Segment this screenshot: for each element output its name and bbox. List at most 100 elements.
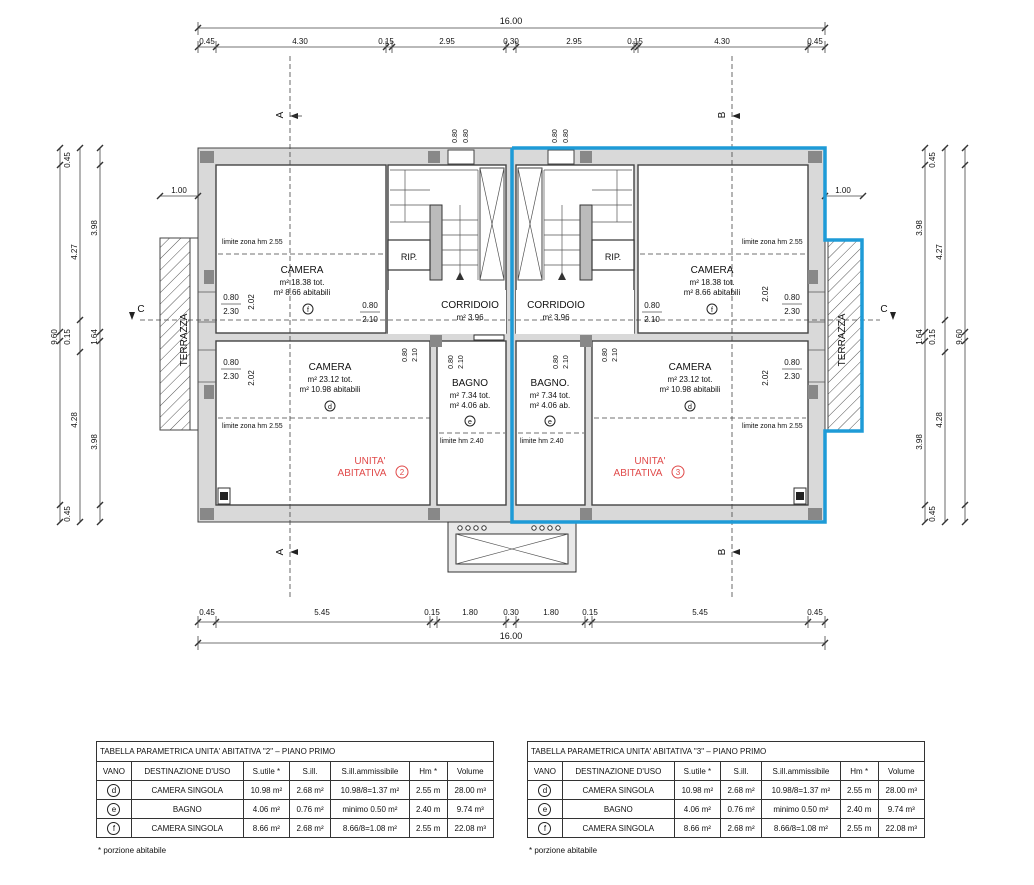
room-name: CAMERA xyxy=(281,265,324,276)
bottom-balcony xyxy=(447,521,577,573)
svg-text:limite hm 2.40: limite hm 2.40 xyxy=(440,438,484,445)
svg-text:m² 8.66 abitabili: m² 8.66 abitabili xyxy=(274,288,331,297)
terrace-left: TERRAZZA xyxy=(159,237,199,431)
stair-left-detail: RIP. xyxy=(387,167,505,281)
svg-text:0.80: 0.80 xyxy=(784,358,800,367)
vent-dot xyxy=(457,525,463,531)
svg-text:2.10: 2.10 xyxy=(612,348,619,362)
top-shafts: 0.80 0.80 0.80 0.80 xyxy=(200,129,822,520)
dimension-tick xyxy=(76,144,84,152)
svg-text:0.45: 0.45 xyxy=(199,37,215,46)
labels-right-unit: CAMERA m² 18.38 tot. m² 8.66 abitabili f… xyxy=(527,265,802,479)
table-unit-2: TABELLA PARAMETRICA UNITA' ABITATIVA "2"… xyxy=(96,741,495,838)
svg-text:limite zona hm 2.55: limite zona hm 2.55 xyxy=(222,239,283,246)
svg-text:0.80: 0.80 xyxy=(448,355,455,369)
table-title: TABELLA PARAMETRICA UNITA' ABITATIVA "3"… xyxy=(527,741,925,762)
terrace-offset-dims: 1.00 1.00 xyxy=(156,186,867,200)
svg-text:e: e xyxy=(468,419,472,426)
svg-text:2.02: 2.02 xyxy=(247,370,256,386)
svg-text:m² 3.96: m² 3.96 xyxy=(542,313,570,322)
svg-text:3.98: 3.98 xyxy=(90,434,99,450)
dimension-tick xyxy=(96,328,104,336)
svg-text:2.02: 2.02 xyxy=(761,286,770,302)
dimension-tick xyxy=(56,501,64,509)
svg-text:2.30: 2.30 xyxy=(223,372,239,381)
svg-text:BAGNO: BAGNO xyxy=(452,378,488,389)
bottom-dimension-total: 16.00 xyxy=(194,631,829,650)
svg-text:A: A xyxy=(275,111,286,118)
section-markers: A A B B C C xyxy=(129,111,896,555)
openings xyxy=(198,291,825,383)
stair-right-detail: RIP. xyxy=(517,167,635,281)
svg-text:d: d xyxy=(688,404,692,411)
svg-text:5.45: 5.45 xyxy=(314,608,330,617)
dimension-tick xyxy=(76,348,84,356)
vent-dot xyxy=(473,525,479,531)
svg-text:5.45: 5.45 xyxy=(692,608,708,617)
svg-text:3.98: 3.98 xyxy=(915,434,924,450)
svg-text:4.28: 4.28 xyxy=(70,412,79,428)
svg-text:4.30: 4.30 xyxy=(292,37,308,46)
room-bagno-left xyxy=(436,340,507,506)
svg-text:CAMERA: CAMERA xyxy=(669,362,712,373)
svg-text:4.27: 4.27 xyxy=(70,244,79,260)
svg-text:3.98: 3.98 xyxy=(90,220,99,236)
svg-text:0.45: 0.45 xyxy=(63,506,72,522)
svg-text:TERRAZZA: TERRAZZA xyxy=(179,313,190,366)
svg-text:0.45: 0.45 xyxy=(199,608,215,617)
table-footnote: * porzione abitabile xyxy=(98,846,167,855)
dimension-tick xyxy=(941,348,949,356)
svg-text:1.64: 1.64 xyxy=(90,329,99,345)
svg-text:2.30: 2.30 xyxy=(784,372,800,381)
svg-text:A: A xyxy=(275,548,286,555)
svg-text:TERRAZZA: TERRAZZA xyxy=(837,313,848,366)
bottom-dimension-segments: 0.45 5.45 0.15 1.80 0.30 1.80 0.15 5.45 … xyxy=(194,608,829,628)
dimension-tick xyxy=(921,501,929,509)
svg-text:m² 18.38 tot.: m² 18.38 tot. xyxy=(690,278,735,287)
vent-dot xyxy=(547,525,553,531)
svg-text:2.02: 2.02 xyxy=(761,370,770,386)
svg-text:m² 23.12 tot.: m² 23.12 tot. xyxy=(308,375,353,384)
vent-dot xyxy=(465,525,471,531)
dimension-tick xyxy=(56,337,64,345)
svg-text:0.80: 0.80 xyxy=(563,129,570,143)
svg-text:0.80: 0.80 xyxy=(552,129,559,143)
dimension-tick xyxy=(961,328,969,336)
svg-text:CAMERA: CAMERA xyxy=(309,362,352,373)
dimension-tick xyxy=(961,518,969,526)
dimension-tick xyxy=(921,161,929,169)
vent-dot xyxy=(531,525,537,531)
unit-3-highlight xyxy=(510,146,864,524)
svg-text:0.15: 0.15 xyxy=(928,329,937,345)
dimension-tick xyxy=(961,144,969,152)
dimension-tick xyxy=(941,316,949,324)
svg-text:0.45: 0.45 xyxy=(928,506,937,522)
svg-text:2.10: 2.10 xyxy=(563,355,570,369)
top-total-label: 16.00 xyxy=(500,16,523,26)
svg-text:limite zona hm 2.55: limite zona hm 2.55 xyxy=(742,423,803,430)
svg-text:m² 18.38 tot.: m² 18.38 tot. xyxy=(280,278,325,287)
svg-text:0.45: 0.45 xyxy=(807,37,823,46)
svg-text:RIP.: RIP. xyxy=(401,252,417,262)
svg-text:2.30: 2.30 xyxy=(784,307,800,316)
svg-text:B: B xyxy=(717,111,728,118)
svg-text:UNITA': UNITA' xyxy=(634,456,665,467)
dimension-tick xyxy=(961,501,969,509)
svg-text:2.95: 2.95 xyxy=(439,37,455,46)
dimension-tick xyxy=(96,518,104,526)
svg-text:0.80: 0.80 xyxy=(463,129,470,143)
svg-text:UNITA': UNITA' xyxy=(354,456,385,467)
svg-text:2.10: 2.10 xyxy=(644,315,660,324)
svg-text:m² 7.34 tot.: m² 7.34 tot. xyxy=(450,391,490,400)
svg-text:0.30: 0.30 xyxy=(503,608,519,617)
dimension-tick xyxy=(96,501,104,509)
svg-text:BAGNO.: BAGNO. xyxy=(531,378,570,389)
dimension-tick xyxy=(76,518,84,526)
dimension-tick xyxy=(96,161,104,169)
dimension-tick xyxy=(96,144,104,152)
svg-text:d: d xyxy=(328,404,332,411)
room-camera-f-right xyxy=(637,164,809,334)
